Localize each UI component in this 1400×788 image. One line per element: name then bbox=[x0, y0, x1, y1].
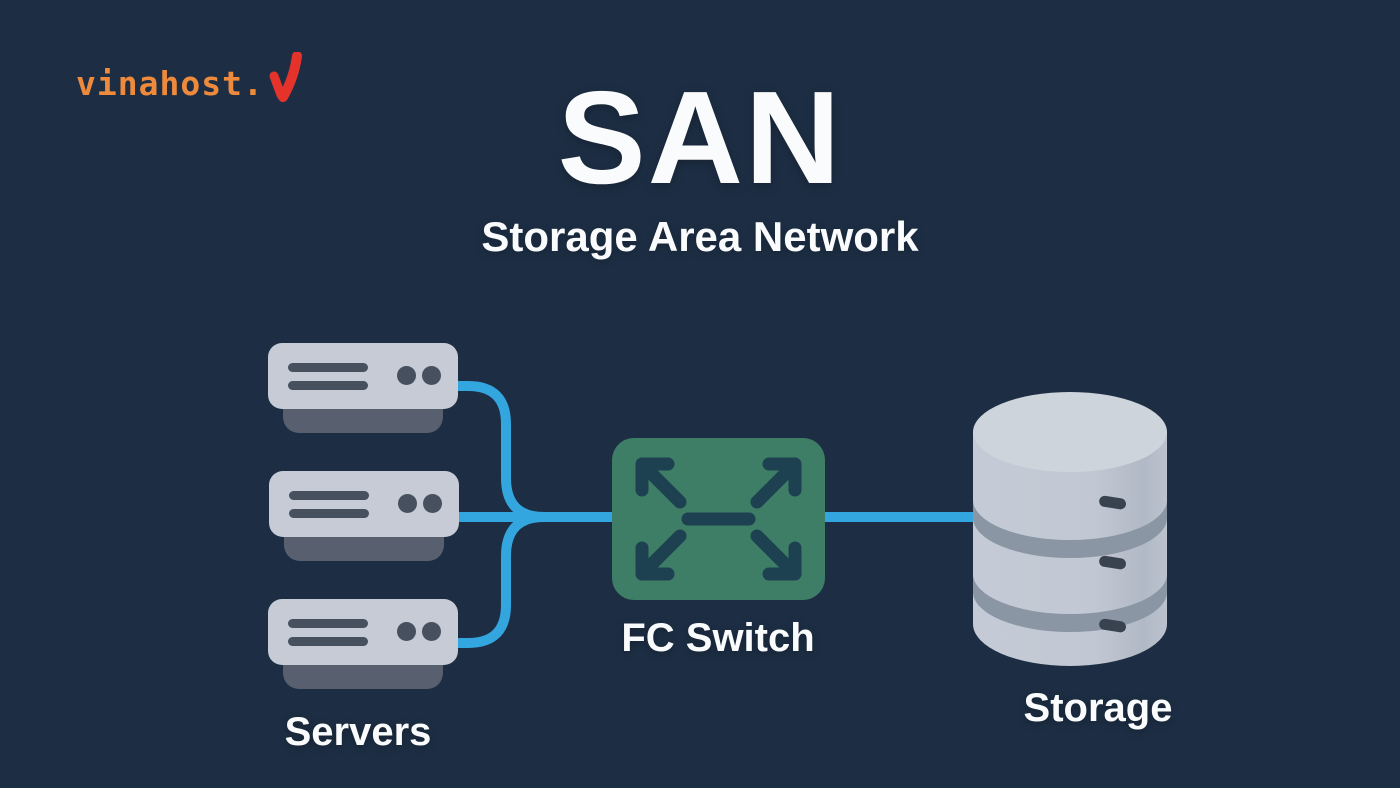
server-chassis bbox=[268, 343, 458, 409]
server-chassis bbox=[268, 599, 458, 665]
server-led bbox=[398, 494, 417, 513]
drive-slot bbox=[1099, 495, 1126, 510]
server-led bbox=[397, 366, 416, 385]
server-chassis bbox=[269, 471, 459, 537]
server-led bbox=[397, 622, 416, 641]
logo-text: vinahost. bbox=[76, 64, 264, 103]
cylinder-band bbox=[973, 500, 1167, 558]
server-slot-bar bbox=[288, 637, 368, 646]
cylinder-band bbox=[973, 574, 1167, 632]
server-led bbox=[423, 494, 442, 513]
server-slot-bar bbox=[289, 509, 369, 518]
server-slot-bar bbox=[288, 619, 368, 628]
storage-icon bbox=[973, 392, 1167, 666]
cylinder-top bbox=[973, 392, 1167, 472]
storage-label: Storage bbox=[1023, 686, 1173, 730]
server-slot-bar bbox=[288, 381, 368, 390]
fc-switch-icon bbox=[612, 438, 825, 600]
server-led bbox=[422, 366, 441, 385]
page-title: SAN bbox=[557, 64, 843, 211]
servers-label: Servers bbox=[284, 710, 432, 754]
server-led bbox=[422, 622, 441, 641]
drive-slot bbox=[1099, 555, 1126, 570]
logo-check-icon bbox=[269, 52, 302, 102]
page-subtitle: Storage Area Network bbox=[481, 213, 919, 260]
server-icon bbox=[269, 471, 459, 563]
server-slot-bar bbox=[288, 363, 368, 372]
drive-slot bbox=[1099, 618, 1126, 633]
expand-arrows-icon bbox=[635, 457, 802, 581]
server-icon bbox=[268, 599, 458, 691]
connector-server3-switch bbox=[453, 512, 575, 648]
server-icon bbox=[268, 343, 458, 435]
fc-switch-label: FC Switch bbox=[621, 616, 815, 660]
connector-server1-switch bbox=[453, 381, 575, 522]
logo: vinahost. bbox=[76, 52, 303, 102]
server-slot-bar bbox=[289, 491, 369, 500]
